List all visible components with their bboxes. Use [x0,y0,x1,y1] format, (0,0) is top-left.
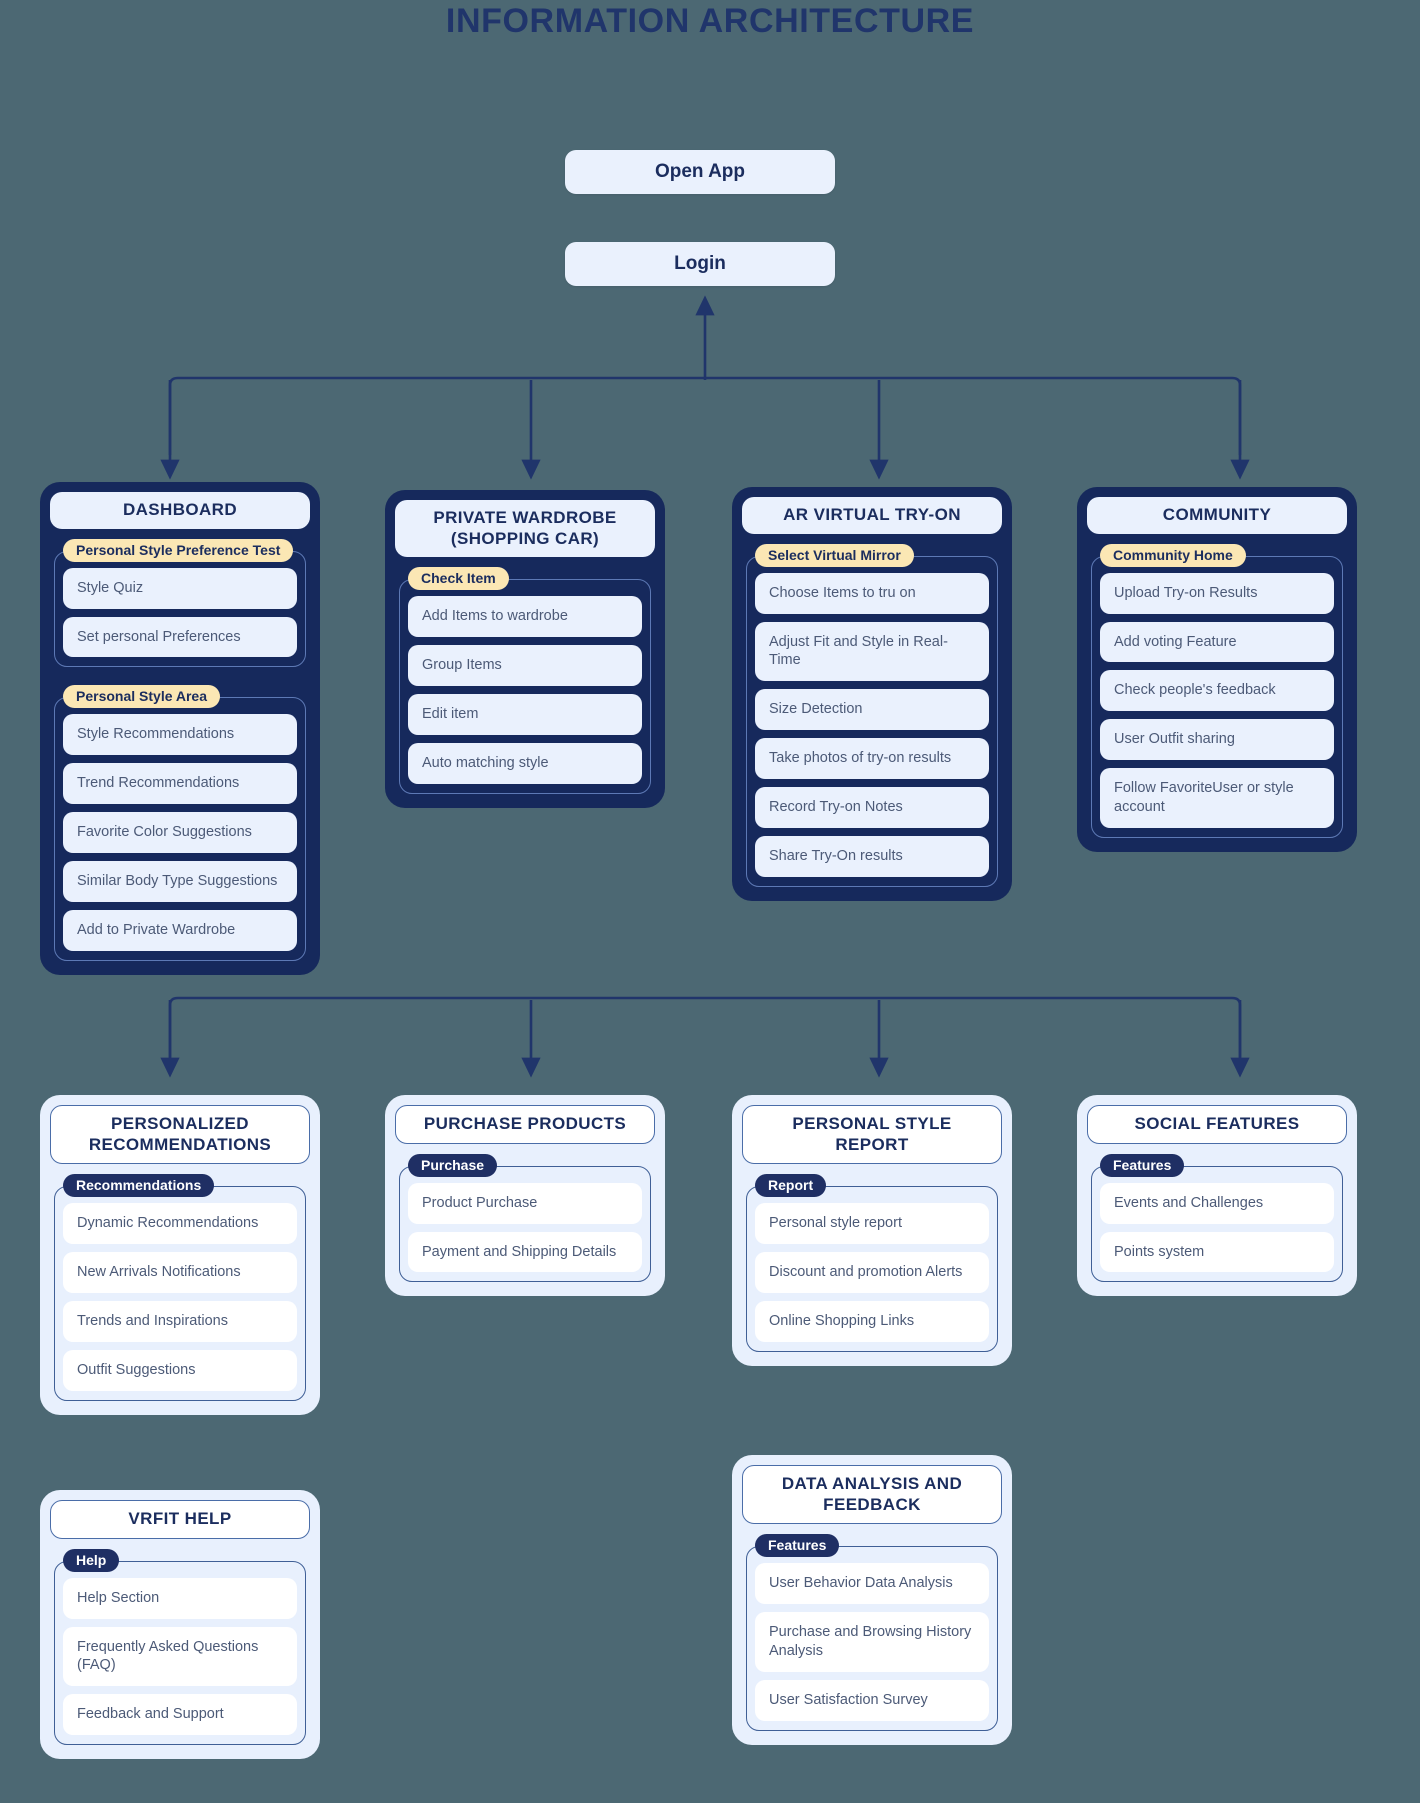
node-open-app[interactable]: Open App [565,150,835,194]
section-data-analysis-and-feedback: DATA ANALYSIS AND FEEDBACK Features User… [732,1455,1012,1745]
list-item[interactable]: User Satisfaction Survey [755,1680,989,1721]
list-item[interactable]: Group Items [408,645,642,687]
section-personalized-recommendations: PERSONALIZED RECOMMENDATIONS Recommendat… [40,1095,320,1415]
section-personal-style-report: PERSONAL STYLE REPORT Report Personal st… [732,1095,1012,1366]
title-line-2: RECOMMENDATIONS [88,1134,272,1154]
list-item[interactable]: New Arrivals Notifications [63,1252,297,1294]
section-vrfit-help: VRFIT HELP Help Help Section Frequently … [40,1490,320,1760]
page-title: INFORMATION ARCHITECTURE [445,2,975,40]
section-private-wardrobe-title: PRIVATE WARDROBE (SHOPPING CAR) [395,500,655,558]
section-social-features: SOCIAL FEATURES Features Events and Chal… [1077,1095,1357,1297]
group-label: Community Home [1100,543,1246,567]
list-item[interactable]: Trends and Inspirations [63,1301,297,1342]
list-item[interactable]: Record Try-on Notes [755,786,989,828]
title-line-1: PERSONALIZED [111,1114,249,1133]
group-label: Purchase [408,1153,498,1177]
group-check-item: Check Item Add Items to wardrobe Group I… [399,567,651,794]
list-item[interactable]: Adjust Fit and Style in Real-Time [755,621,989,682]
group-label: Help [63,1548,120,1572]
list-item[interactable]: Add Items to wardrobe [408,596,642,638]
node-login[interactable]: Login [565,242,835,286]
list-item[interactable]: Take photos of try-on results [755,738,989,779]
group-label: Check Item [408,567,509,591]
section-dashboard: DASHBOARD Personal Style Preference Test… [40,482,320,975]
list-item[interactable]: Similar Body Type Suggestions [63,860,297,902]
list-item[interactable]: Size Detection [755,689,989,731]
list-item[interactable]: Help Section [63,1577,297,1619]
list-item[interactable]: Feedback and Support [63,1694,297,1736]
section-ar-virtual-try-on: AR VIRTUAL TRY-ON Select Virtual Mirror … [732,487,1012,901]
group-personal-style-area: Personal Style Area Style Recommendation… [54,685,306,961]
section-personal-style-report-title: PERSONAL STYLE REPORT [742,1105,1002,1165]
group-label: Personal Style Preference Test [63,538,294,562]
node-open-app-label: Open App [654,161,746,182]
group-community-home: Community Home Upload Try-on Results Add… [1091,543,1343,838]
title-line-1: PERSONAL STYLE [792,1114,952,1133]
title-line-2: (SHOPPING CAR) [450,528,600,548]
list-item[interactable]: Payment and Shipping Details [408,1231,642,1273]
list-item[interactable]: Discount and promotion Alerts [755,1252,989,1294]
list-item[interactable]: Upload Try-on Results [1100,572,1334,614]
list-item[interactable]: Style Recommendations [63,714,297,756]
section-purchase-products-title: PURCHASE PRODUCTS [395,1105,655,1144]
list-item[interactable]: Add voting Feature [1100,621,1334,663]
list-item[interactable]: Outfit Suggestions [63,1350,297,1391]
group-label: Select Virtual Mirror [755,543,914,567]
group-label: Recommendations [63,1174,215,1198]
group-report: Report Personal style report Discount an… [746,1174,998,1352]
list-item[interactable]: User Behavior Data Analysis [755,1563,989,1605]
list-item[interactable]: Add to Private Wardrobe [63,909,297,951]
title-line-1: PRIVATE WARDROBE [433,508,617,527]
list-item[interactable]: Share Try-On results [755,835,989,877]
list-item[interactable]: Points system [1100,1231,1334,1273]
list-item[interactable]: Personal style report [755,1203,989,1245]
group-features-social: Features Events and Challenges Points sy… [1091,1153,1343,1283]
title-line-2: FEEDBACK [823,1494,921,1514]
list-item[interactable]: Events and Challenges [1100,1182,1334,1224]
list-item[interactable]: Edit item [408,694,642,735]
list-item[interactable]: Auto matching style [408,743,642,784]
section-community: COMMUNITY Community Home Upload Try-on R… [1077,487,1357,852]
group-features-data: Features User Behavior Data Analysis Pur… [746,1534,998,1731]
title-line-1: DATA ANALYSIS AND [781,1474,963,1493]
list-item[interactable]: Online Shopping Links [755,1301,989,1342]
node-login-label: Login [674,253,726,274]
list-item[interactable]: Favorite Color Suggestions [63,812,297,853]
list-item[interactable]: Check people's feedback [1100,670,1334,712]
group-label: Features [755,1534,840,1558]
group-select-virtual-mirror: Select Virtual Mirror Choose Items to tr… [746,543,998,887]
list-item[interactable]: Trend Recommendations [63,763,297,805]
list-item[interactable]: Product Purchase [408,1182,642,1224]
group-label: Features [1100,1153,1185,1177]
section-data-analysis-and-feedback-title: DATA ANALYSIS AND FEEDBACK [742,1465,1002,1525]
section-personalized-recommendations-title: PERSONALIZED RECOMMENDATIONS [50,1105,310,1165]
section-social-features-title: SOCIAL FEATURES [1087,1105,1347,1144]
group-label: Personal Style Area [63,685,220,709]
section-community-title: COMMUNITY [1087,497,1347,534]
title-line-2: REPORT [835,1134,909,1154]
list-item[interactable]: Set personal Preferences [63,616,297,658]
group-recommendations: Recommendations Dynamic Recommendations … [54,1174,306,1401]
group-purchase: Purchase Product Purchase Payment and Sh… [399,1153,651,1283]
section-dashboard-title: DASHBOARD [50,492,310,529]
list-item[interactable]: Style Quiz [63,567,297,609]
section-purchase-products: PURCHASE PRODUCTS Purchase Product Purch… [385,1095,665,1297]
list-item[interactable]: Purchase and Browsing History Analysis [755,1612,989,1672]
group-label: Report [755,1174,827,1198]
section-vrfit-help-title: VRFIT HELP [50,1500,310,1539]
list-item[interactable]: Follow FavoriteUser or style account [1100,768,1334,828]
list-item[interactable]: User Outfit sharing [1100,719,1334,761]
list-item[interactable]: Frequently Asked Questions (FAQ) [63,1626,297,1687]
list-item[interactable]: Dynamic Recommendations [63,1203,297,1245]
list-item[interactable]: Choose Items to tru on [755,572,989,614]
section-private-wardrobe: PRIVATE WARDROBE (SHOPPING CAR) Check It… [385,490,665,808]
group-personal-style-preference-test: Personal Style Preference Test Style Qui… [54,538,306,668]
group-help: Help Help Section Frequently Asked Quest… [54,1548,306,1746]
section-ar-virtual-try-on-title: AR VIRTUAL TRY-ON [742,497,1002,534]
